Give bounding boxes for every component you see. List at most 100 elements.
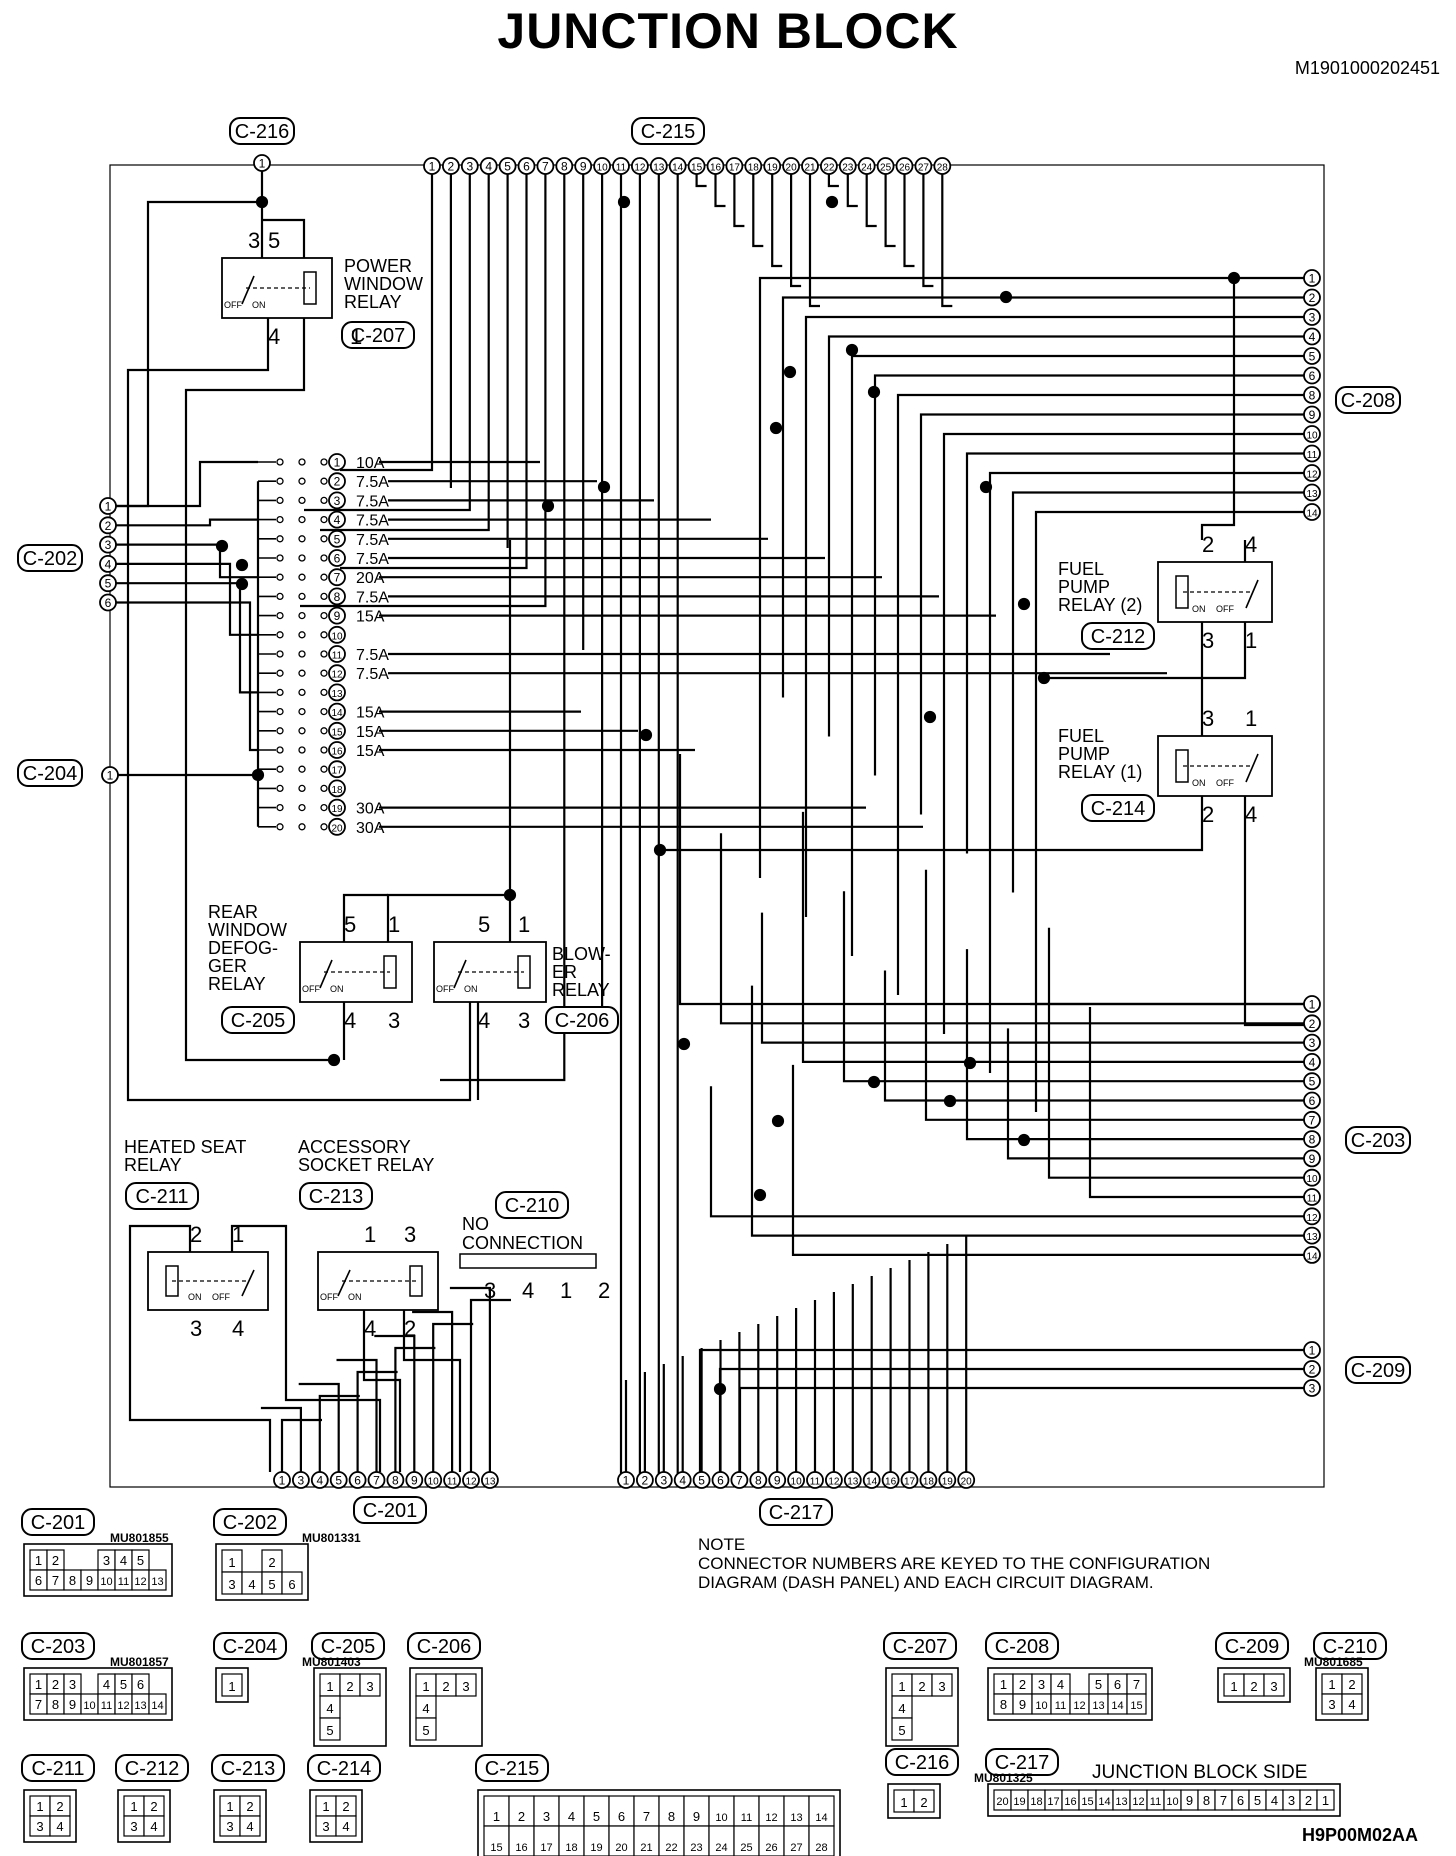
wire (884, 174, 896, 248)
cavity-number: 3 (1270, 1679, 1277, 1694)
relay-pin-label: 1 (350, 324, 362, 349)
pin-number: 5 (698, 1474, 705, 1488)
fuse-number (328, 779, 346, 798)
cavity-number: 5 (1095, 1677, 1102, 1692)
pin-number: 8 (1309, 389, 1316, 403)
connector-pin (441, 157, 460, 175)
fuse-terminal (298, 688, 306, 697)
relay-c-207-tag (341, 321, 415, 349)
cavity-number: 19 (1013, 1796, 1025, 1808)
cavity-number: 3 (36, 1819, 43, 1834)
pin-number: 27 (918, 163, 930, 174)
cavity-number: 2 (1250, 1679, 1257, 1694)
connector-cavity (608, 1825, 635, 1856)
pin-number: 4 (334, 513, 341, 527)
pin-number: 12 (465, 1477, 477, 1488)
pin-number: 12 (1306, 470, 1318, 481)
connector-pin (862, 1471, 881, 1489)
fuse-rating: 20A (356, 570, 385, 587)
cavity-number: 2 (268, 1555, 275, 1570)
connector-id: C-211 (32, 1758, 85, 1780)
connector-c217-tag (759, 1498, 833, 1526)
wire (340, 174, 528, 570)
cavity-number: 28 (815, 1842, 827, 1854)
fuse-terminal (320, 803, 328, 812)
fuse-number (328, 491, 346, 510)
pin-number: 1 (1309, 998, 1316, 1012)
relay-pin-label: 3 (190, 1316, 202, 1341)
cavity-number: 4 (120, 1553, 127, 1568)
junction-dot (771, 1114, 785, 1128)
cavity-number: 10 (1035, 1700, 1047, 1712)
connector-pin (843, 1471, 862, 1489)
connector-id: C-203 (1351, 1130, 1405, 1152)
wire (230, 1224, 382, 1472)
fuse-number (328, 625, 346, 644)
pin-number: 17 (331, 766, 343, 777)
wire (362, 1310, 402, 1472)
fuse-number (328, 568, 346, 587)
connector-pin (857, 157, 876, 175)
relay-off-label: OFF (302, 984, 320, 994)
relay-switch-icon (241, 275, 255, 305)
connector-pin (957, 1471, 976, 1489)
wire (842, 891, 1304, 1083)
connector-pin (273, 1471, 291, 1489)
junction-dot (639, 728, 653, 742)
face-c-208-tag (985, 1632, 1059, 1660)
pin-number: 11 (447, 1477, 458, 1488)
fuse-number (328, 798, 346, 817)
fuse-terminal (320, 650, 328, 658)
relay-on-label: ON (464, 984, 478, 994)
pin-number: 18 (923, 1477, 935, 1488)
wire (262, 218, 306, 258)
relay-name: GER (208, 956, 247, 976)
wire (1034, 510, 1304, 1112)
connector-pin (99, 516, 117, 535)
wire (714, 174, 726, 208)
connector-c209-tag (1345, 1356, 1411, 1384)
wire (873, 374, 1304, 776)
pin-number: 7 (334, 571, 341, 585)
cavity-number: 18 (1030, 1796, 1042, 1808)
relay-name: BLOW- (552, 944, 611, 964)
connector-pin (348, 1471, 367, 1489)
relay-name: RELAY (344, 292, 402, 312)
connector-id: C-206 (555, 1010, 609, 1032)
connector-c202-tag (17, 544, 83, 572)
part-number: MU801325 (974, 1771, 1033, 1785)
connector-cavity (633, 1795, 660, 1827)
cavity-number: 9 (86, 1573, 93, 1588)
fuse-terminal (298, 784, 306, 793)
junction-dot (251, 768, 265, 782)
cavity-number: 13 (790, 1812, 802, 1824)
fuse-terminal (276, 727, 284, 735)
pin-number: 12 (331, 670, 343, 681)
junction-dot (769, 421, 783, 435)
connector-cavity (783, 1825, 810, 1856)
connector-pin (1303, 1341, 1321, 1359)
junction-dot (783, 365, 797, 379)
fuse-terminal (276, 573, 284, 581)
fuse-rating: 30A (356, 820, 385, 837)
connector-pin (1303, 1072, 1321, 1091)
wire (758, 276, 1304, 878)
cavity-number: 3 (322, 1819, 329, 1834)
wire (432, 1322, 474, 1472)
connector-pin (310, 1471, 329, 1489)
connector-cavity (1316, 1789, 1335, 1811)
cavity-number: 6 (618, 1809, 625, 1824)
fuse-rating: 10A (356, 455, 385, 472)
connector-id: C-216 (235, 121, 289, 143)
connector-pin (460, 157, 479, 175)
fuse-terminal (298, 631, 306, 639)
pin-number: 1 (623, 1474, 630, 1488)
wire (709, 1086, 1304, 1218)
connector-pin (1303, 405, 1321, 424)
wire (883, 970, 1304, 1102)
fuse-terminal (298, 727, 306, 735)
relay-c-211-tag (125, 1182, 199, 1210)
fuse-number (328, 702, 346, 721)
fuse-rating: 7.5A (356, 589, 389, 606)
cavity-number: 5 (120, 1677, 127, 1692)
